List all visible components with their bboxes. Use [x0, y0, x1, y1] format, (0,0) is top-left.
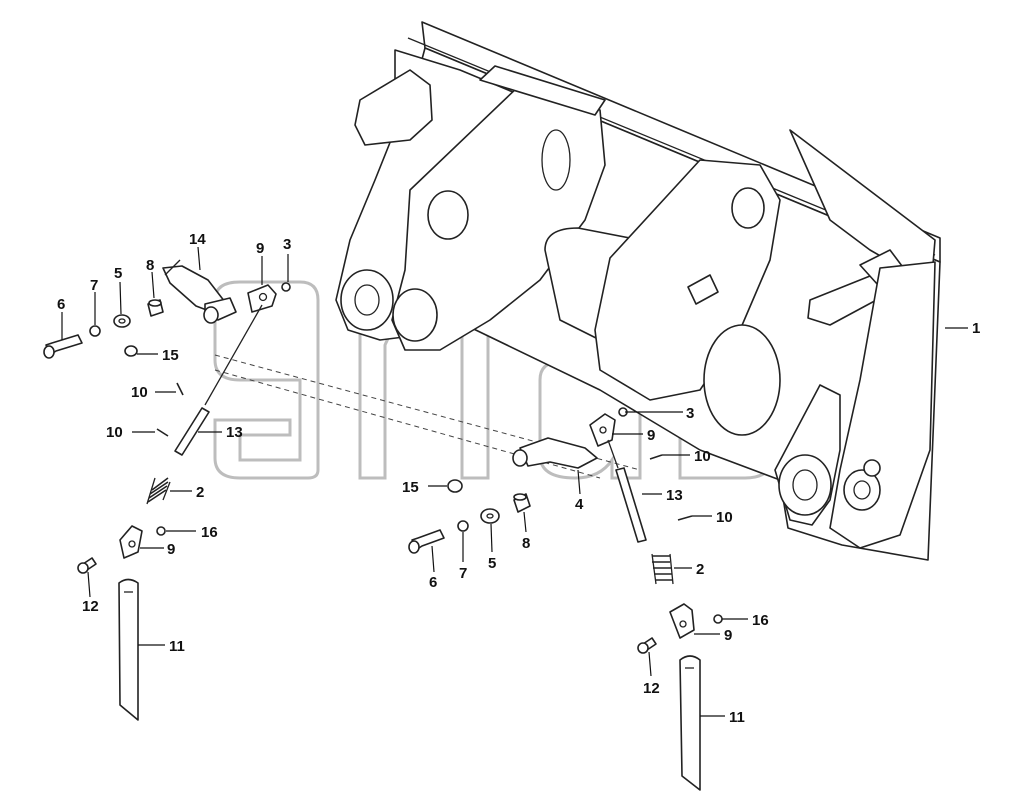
callout-left-15: 15 [162, 347, 179, 364]
clevis [247, 284, 277, 313]
release-handle [679, 655, 701, 791]
callout-right-7: 7 [459, 565, 467, 582]
left-latch-assembly [43, 259, 291, 721]
callout-right-13: 13 [666, 487, 683, 504]
callout-right-12: 12 [643, 680, 660, 697]
right-latch-assembly [408, 407, 723, 791]
leader-lines [61, 246, 968, 717]
callout-right-2: 2 [696, 561, 704, 578]
callout-right-10-lower: 10 [716, 509, 733, 526]
callout-right-5: 5 [488, 555, 496, 572]
callout-right-10-upper: 10 [694, 448, 711, 465]
callout-right-9-lower: 9 [724, 627, 732, 644]
callout-left-9-upper: 9 [256, 240, 264, 257]
callout-left-10-upper: 10 [131, 384, 148, 401]
callout-left-3: 3 [283, 236, 291, 253]
callout-left-13: 13 [226, 424, 243, 441]
callout-left-16: 16 [201, 524, 218, 541]
callout-right-6: 6 [429, 574, 437, 591]
release-handle [118, 578, 139, 721]
callout-right-8: 8 [522, 535, 530, 552]
callout-1: 1 [972, 320, 980, 337]
callout-right-11: 11 [729, 709, 745, 726]
callout-left-9-lower: 9 [167, 541, 175, 558]
callout-left-12: 12 [82, 598, 99, 615]
latch-lever [519, 437, 598, 469]
frame-assembly [214, 21, 941, 561]
callout-left-7: 7 [90, 277, 98, 294]
callout-left-2: 2 [196, 484, 204, 501]
callout-right-9-upper: 9 [647, 427, 655, 444]
callout-right-3: 3 [686, 405, 694, 422]
callout-right-4: 4 [575, 496, 584, 513]
callout-right-15: 15 [402, 479, 419, 496]
callout-left-6: 6 [57, 296, 65, 313]
callout-left-5: 5 [114, 265, 122, 282]
callout-left-14: 14 [189, 231, 206, 248]
callout-left-10-lower: 10 [106, 424, 123, 441]
callout-left-8: 8 [146, 257, 154, 274]
callout-right-16: 16 [752, 612, 769, 629]
callout-left-11: 11 [169, 638, 185, 655]
callouts: 1 14 9 3 8 5 7 6 15 10 10 13 2 16 9 12 1… [57, 231, 980, 726]
